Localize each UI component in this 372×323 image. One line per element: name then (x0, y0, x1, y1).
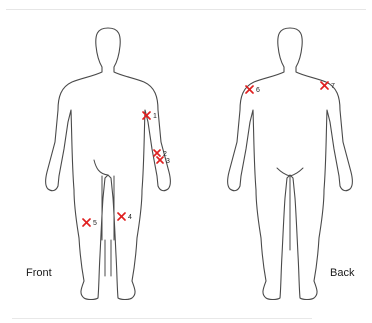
marker-6-x-icon (246, 86, 253, 93)
back-label: Back (330, 267, 355, 279)
marker-7[interactable]: 7 (321, 82, 335, 90)
back-inner-lines (277, 168, 303, 250)
marker-7-x-icon (321, 82, 328, 89)
marker-3[interactable]: 3 (157, 157, 170, 165)
marker-4-x-icon (118, 213, 125, 220)
marker-5-number: 5 (93, 220, 97, 227)
back-view: Back (228, 28, 355, 300)
marker-2-x-icon (154, 150, 160, 156)
marker-2[interactable]: 2 (154, 150, 167, 158)
marker-3-number: 3 (166, 158, 170, 165)
marker-4-number: 4 (128, 214, 132, 221)
front-body-outline (46, 28, 171, 300)
front-view: Front (26, 28, 170, 300)
marker-5-x-icon (83, 219, 90, 226)
front-label: Front (26, 267, 52, 279)
marker-5[interactable]: 5 (83, 219, 97, 227)
marker-1-number: 1 (153, 113, 157, 120)
marker-7-number: 7 (331, 83, 335, 90)
marker-3-x-icon (157, 157, 163, 163)
marker-6-number: 6 (256, 87, 260, 94)
back-body-outline (228, 28, 353, 300)
marker-4[interactable]: 4 (118, 213, 132, 221)
marker-6[interactable]: 6 (246, 86, 260, 94)
bottom-divider (12, 318, 312, 319)
